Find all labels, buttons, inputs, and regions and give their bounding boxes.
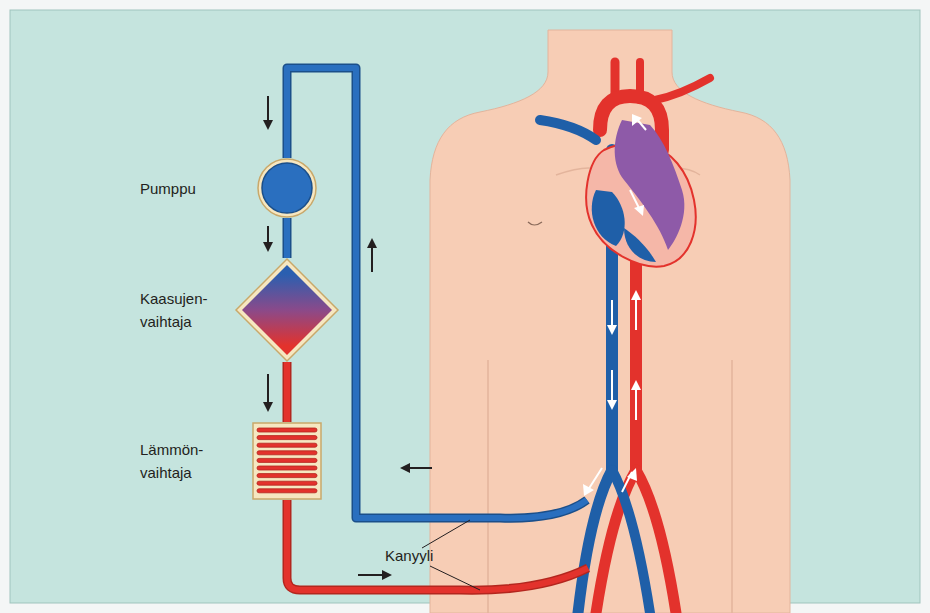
arterial-tube-outline bbox=[287, 500, 588, 590]
leader-line bbox=[422, 520, 470, 548]
circle-shape bbox=[257, 158, 317, 218]
leader-line bbox=[430, 566, 480, 590]
circle-node: Pumppu bbox=[257, 158, 317, 218]
hx-shape bbox=[252, 422, 322, 500]
right-ventricle bbox=[624, 228, 656, 262]
tube-connector bbox=[263, 218, 287, 258]
venous-tube-outline bbox=[287, 68, 587, 518]
venous-tube bbox=[287, 68, 587, 518]
torso bbox=[430, 30, 790, 613]
right-atrium bbox=[592, 190, 625, 246]
component-label: Pumppu bbox=[140, 177, 220, 200]
diamond-shape bbox=[235, 258, 339, 362]
arterial-tube bbox=[287, 500, 588, 590]
part-label: Kanyyli bbox=[385, 545, 433, 567]
hx-node: Lämmön- vaihtaja bbox=[252, 422, 322, 500]
component-label: Lämmön- vaihtaja bbox=[140, 438, 220, 484]
component-label: Kaasujen- vaihtaja bbox=[140, 287, 220, 333]
diamond-node: Kaasujen- vaihtaja bbox=[235, 258, 339, 362]
tube-connector bbox=[263, 362, 287, 422]
